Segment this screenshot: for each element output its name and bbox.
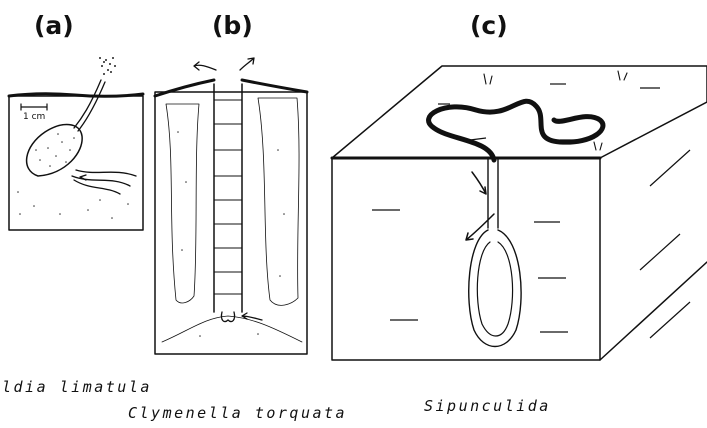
panel-b-sediment-surface [155,80,307,96]
panel-b-label: (b) [212,11,253,40]
surface-texture [438,84,660,140]
sipunculid-surface-trail [429,101,603,160]
caption-yoldia: ldia limatula [2,378,152,396]
shell-stipple [35,133,75,167]
exhalant-arrow-right [240,58,254,70]
panel-b-sediment-dots [177,131,285,337]
yoldia-siphon [74,80,105,131]
panel-c-illustration [332,66,707,360]
panel-a-illustration: 1 cm [9,57,143,230]
particle-plume [99,57,116,75]
panel-b-illustration [155,58,307,354]
worm-segments [214,100,242,294]
yoldia-shell [27,125,83,176]
yoldia-palp-proboscides [72,170,136,194]
burrow-loop-outer [469,230,521,347]
burrow-arrow-lower [466,214,494,240]
mud-zone-right [258,98,299,305]
burrow-arrow-upper [472,172,486,194]
worm-tube [214,84,242,312]
block-top-face [332,66,707,158]
sipunculid-surface-trail-inner [429,101,603,160]
scale-bar-label: 1 cm [23,112,45,122]
burrow-loop-inner [477,242,512,336]
mud-zone-left [166,104,199,303]
block-side-face [600,262,707,360]
block-front-face [332,158,600,360]
block-hatching [372,150,690,338]
scale-bar: 1 cm [21,104,47,122]
panel-c-label: (c) [470,11,508,40]
caption-sipunculida: Sipunculida [424,397,551,415]
panel-a-label: (a) [34,11,74,40]
panel-a-sediment-dots [17,191,129,219]
mud-zone-bottom [162,316,302,342]
caption-clymenella: Clymenella torquata [128,404,347,422]
exhalant-arrow-left [194,62,216,70]
